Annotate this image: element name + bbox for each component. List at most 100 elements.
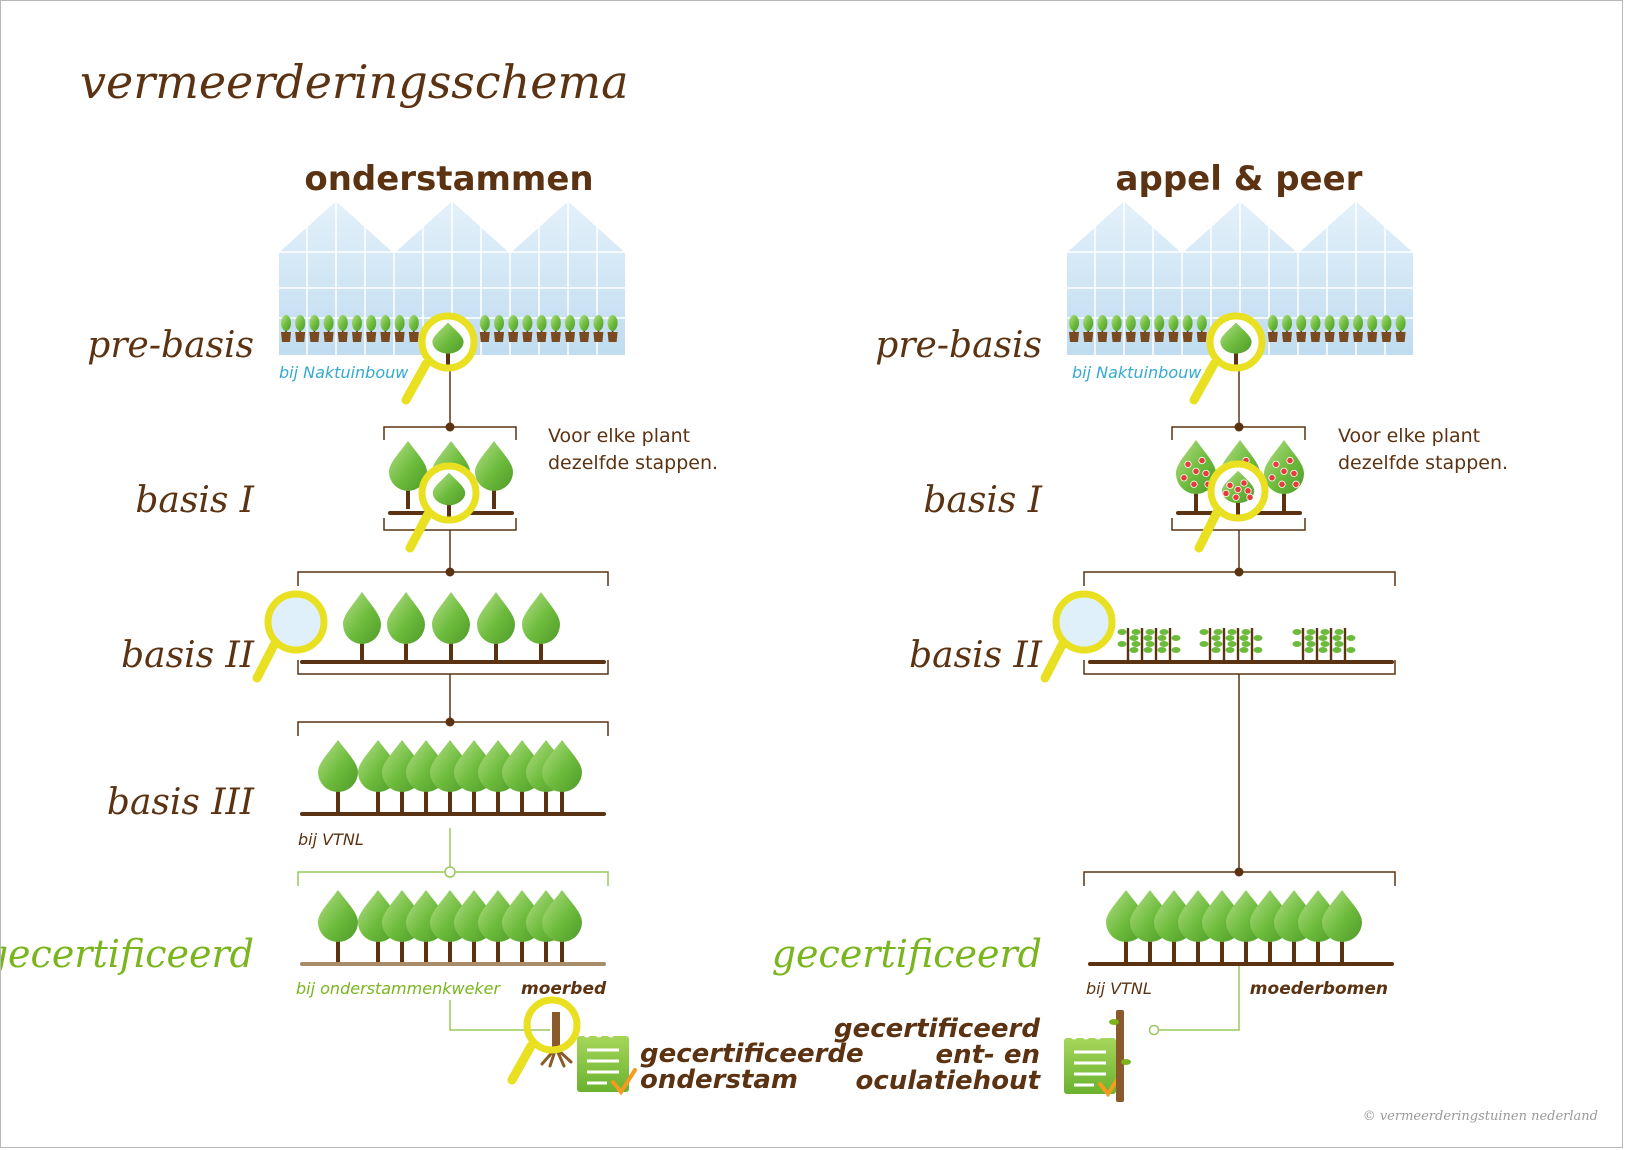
right-note-vtnl: bij VTNL [1086, 979, 1152, 998]
seedling-icon [1324, 315, 1335, 342]
right-stage-basis2: basis II [909, 635, 1043, 676]
left-certified-trees [300, 890, 606, 966]
ground-line [1088, 660, 1394, 664]
left-stage-basis1: basis I [135, 480, 254, 521]
right-certified-trees [1088, 890, 1394, 966]
tree-icon [475, 441, 513, 509]
tree-icon [389, 441, 427, 509]
ground-line [300, 962, 606, 966]
seedling-row [281, 315, 618, 342]
left-result-line1: gecertificeerde [640, 1039, 864, 1069]
right-note-same-steps-2: dezelfde stappen. [1338, 452, 1508, 474]
seedling-icon [579, 315, 590, 342]
left-column: onderstammen pre-basis bij Naktuinbouw [0, 159, 864, 1096]
right-note-trees: moederbomen [1250, 979, 1388, 999]
tree-icon [522, 592, 560, 662]
certificate-icon [1064, 1032, 1124, 1098]
seedling-icon [1282, 315, 1292, 342]
tree-icon [432, 322, 464, 366]
tree-icon [1220, 322, 1252, 366]
right-basis2-sprouts [1088, 628, 1394, 664]
left-stage-certified: gecertificeerd [0, 932, 254, 976]
tree-icon [432, 592, 470, 662]
sprout-icon [1145, 628, 1167, 662]
sprout-icon [1320, 628, 1342, 662]
seedling-icon [479, 315, 490, 342]
seedling-icon [550, 315, 561, 342]
greenhouse-icon [1065, 198, 1415, 357]
seedling-icon [295, 315, 306, 342]
left-note-naktuinbouw: bij Naktuinbouw [279, 363, 409, 382]
seedling-icon [323, 315, 334, 342]
tree-icon [477, 592, 515, 662]
seedling-icon [1069, 315, 1079, 342]
seedling-icon [281, 315, 291, 342]
seedling-icon [1168, 315, 1179, 342]
sprout-icon [1306, 628, 1328, 662]
seedling-icon [565, 315, 575, 342]
right-stage-prebasis: pre-basis [875, 325, 1042, 366]
tree-icon [542, 740, 582, 812]
left-note-grower: bij onderstammenkweker [296, 979, 502, 998]
seedling-icon [508, 315, 519, 342]
seedling-icon [494, 315, 504, 342]
graft-wood-icon [1109, 1010, 1131, 1102]
seedling-icon [380, 315, 391, 342]
seedling-icon [366, 315, 377, 342]
seedling-icon [1367, 315, 1378, 342]
magnifier-icon [401, 312, 478, 405]
sprout-icon [1117, 628, 1139, 662]
sprout-icon [1227, 628, 1249, 662]
sprout-icon [1334, 628, 1356, 662]
right-note-same-steps-1: Voor elke plant [1338, 425, 1480, 447]
seedling-icon [1196, 315, 1207, 342]
magnifier-icon [507, 996, 581, 1085]
seedling-icon [1381, 315, 1392, 342]
seedling-icon [1083, 315, 1094, 342]
left-stage-basis3: basis III [107, 782, 255, 823]
magnifier-icon [1040, 590, 1116, 683]
seedling-icon [1395, 315, 1406, 342]
seedling-icon [1338, 315, 1349, 342]
magnifier-icon [1189, 312, 1266, 405]
tree-icon [542, 890, 582, 962]
copyright-note: © vermeerderingstuinen nederland [1363, 1109, 1598, 1124]
seedling-icon [536, 315, 547, 342]
right-result-line3: oculatiehout [855, 1066, 1041, 1096]
seedling-icon [1154, 315, 1165, 342]
tree-icon [343, 592, 381, 662]
sprout-icon [1199, 628, 1221, 662]
seedling-icon [1111, 315, 1122, 342]
fruit-tree-icon [1221, 470, 1255, 516]
rootstock-icon [540, 1012, 573, 1068]
ground-line [300, 812, 606, 816]
tree-icon [318, 890, 358, 962]
tree-icon [387, 592, 425, 662]
seedling-icon [1353, 315, 1363, 342]
certificate-icon [577, 1030, 637, 1096]
page-title: vermeerderingsschema [80, 55, 629, 109]
seedling-icon [1310, 315, 1321, 342]
right-stage-basis1: basis I [923, 480, 1042, 521]
seedling-icon [607, 315, 618, 342]
seedling-icon [1182, 315, 1193, 342]
seedling-icon [593, 315, 604, 342]
sprout-icon [1131, 628, 1153, 662]
ground-line [1088, 962, 1394, 966]
seedling-icon [1296, 315, 1307, 342]
right-column: appel & peer pre-basis bij Naktuinbouw [772, 159, 1508, 1102]
fruit-tree-icon [1264, 440, 1304, 512]
left-result-line2: onderstam [640, 1065, 798, 1095]
left-note-vtnl: bij VTNL [298, 830, 364, 849]
ground-line [300, 660, 606, 664]
seedling-row [1069, 315, 1406, 342]
magnifier-icon [252, 590, 328, 683]
magnifier-icon [405, 462, 480, 553]
sprout-icon [1292, 628, 1314, 662]
right-note-naktuinbouw: bij Naktuinbouw [1072, 363, 1202, 382]
left-stage-basis2: basis II [121, 635, 255, 676]
tree-icon [318, 740, 358, 812]
left-basis3-trees [300, 740, 606, 816]
left-note-bed: moerbed [521, 979, 607, 999]
